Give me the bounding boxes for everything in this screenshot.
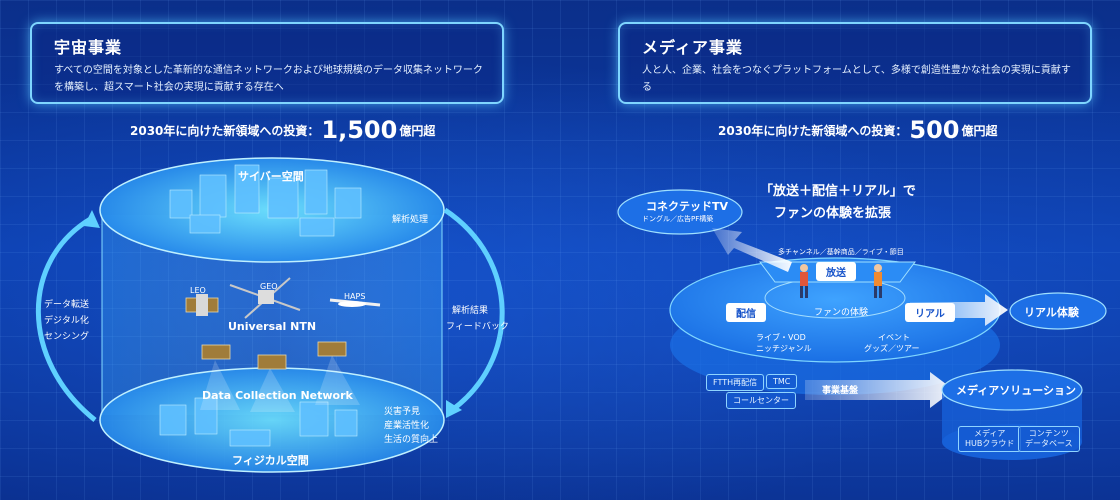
arrow-to-media-solution	[805, 372, 954, 408]
feedback-label-2: フィードバック	[446, 322, 509, 332]
connected-tv-label: コネクテッドTV	[646, 200, 729, 213]
disaster-label-3: 生活の質向上	[384, 435, 439, 445]
real-pill: リアル	[905, 303, 955, 322]
media-headline-1: 「放送＋配信＋リアル」で	[760, 184, 916, 199]
physical-buildings	[159, 397, 358, 447]
space-investment-unit: 億円超	[399, 124, 436, 138]
business-base-label: 事業基盤	[822, 386, 859, 396]
data-collection-network-label: Data Collection Network	[202, 389, 353, 402]
right-arc-arrow	[443, 207, 505, 413]
analysis-label: 解析処理	[392, 215, 429, 225]
space-intro-box: 宇宙事業 すべての空間を対象とした革新的な通信ネットワークおよび地球規模のデータ…	[30, 22, 504, 104]
haps-icon	[329, 298, 381, 307]
left-arc-arrow	[35, 215, 97, 422]
media-hub-line-2: HUBクラウド	[965, 439, 1015, 448]
feedback-label-1: 解析結果	[452, 306, 489, 316]
multi-channel-label: 多チャンネル／基幹商品／ライブ・節目	[778, 248, 904, 256]
media-title: メディア事業	[642, 38, 743, 57]
space-investment-prefix: 2030年に向けた新領域への投資：	[130, 124, 320, 138]
live-vod-label-1: ライブ・VOD	[756, 333, 806, 342]
ftth-tag: FTTH再配信	[706, 374, 765, 391]
cyber-buildings	[169, 164, 362, 237]
space-diagram	[35, 157, 505, 473]
media-investment-prefix: 2030年に向けた新領域への投資：	[718, 124, 908, 138]
media-business-panel: メディア事業 人と人、企業、社会をつなぐプラットフォームとして、多様で創造性豊か…	[560, 0, 1120, 500]
space-title: 宇宙事業	[54, 38, 123, 57]
transfer-label-3: センシング	[44, 332, 90, 342]
physical-space-label: フィジカル空間	[232, 454, 309, 467]
distribution-pill: 配信	[726, 303, 766, 322]
media-investment-amount: 500	[909, 116, 960, 144]
collection-satellites	[200, 341, 360, 412]
fan-figure-icon-2	[874, 264, 882, 298]
connected-tv-disc	[617, 189, 743, 235]
event-label-1: イベント	[878, 333, 910, 342]
media-intro-box: メディア事業 人と人、企業、社会をつなぐプラットフォームとして、多様で創造性豊か…	[618, 22, 1092, 104]
haps-label: HAPS	[344, 292, 366, 301]
real-experience-label: リアル体験	[1024, 306, 1079, 319]
transfer-label-2: デジタル化	[44, 316, 89, 326]
fan-figure-icon	[800, 264, 808, 298]
broadcast-pill: 放送	[816, 262, 856, 281]
disaster-label-2: 産業活性化	[384, 421, 430, 431]
geo-label: GEO	[260, 282, 278, 291]
geo-satellite-icon	[229, 277, 301, 319]
arrow-to-connected-tv	[712, 228, 792, 272]
call-center-tag: コールセンター	[726, 392, 796, 409]
media-diagram	[617, 189, 1107, 460]
space-business-panel: 宇宙事業 すべての空間を対象とした革新的な通信ネットワークおよび地球規模のデータ…	[30, 22, 509, 473]
media-hub-line-1: メディア	[973, 429, 1006, 438]
real-experience-disc	[1009, 292, 1107, 330]
live-vod-label-2: ニッチジャンル	[756, 344, 812, 353]
media-solution-label: メディアソリューション	[956, 384, 1077, 397]
transfer-label-1: データ転送	[44, 300, 90, 310]
content-database-tag: コンテンツ データベース	[1018, 426, 1080, 452]
tmc-tag: TMC	[766, 374, 798, 389]
disaster-label-1: 災害予見	[384, 407, 421, 417]
media-hub-cloud-tag: メディア HUBクラウド	[958, 426, 1022, 452]
media-headline-2: ファンの体験を拡張	[774, 206, 892, 221]
media-solution-disc	[941, 369, 1083, 411]
space-description: すべての空間を対象とした革新的な通信ネットワークおよび地球規模のデータ収集ネット…	[54, 65, 483, 93]
content-db-line-1: コンテンツ	[1028, 429, 1069, 438]
connected-tv-sub: ドングル／広告PF構築	[642, 215, 714, 223]
physical-space-disc	[100, 368, 444, 472]
media-description: 人と人、企業、社会をつなぐプラットフォームとして、多様で創造性豊かな社会の実現に…	[642, 65, 1071, 93]
space-investment-amount: 1,500	[321, 116, 398, 144]
leo-satellite-icon	[185, 294, 219, 316]
universal-ntn-label: Universal NTN	[228, 320, 317, 333]
media-investment-unit: 億円超	[961, 124, 998, 138]
event-label-2: グッズ／ツアー	[864, 344, 920, 353]
fan-experience-label: ファンの体験	[814, 308, 869, 318]
cyber-space-label: サイバー空間	[238, 170, 304, 183]
content-db-line-2: データベース	[1025, 439, 1073, 448]
leo-label: LEO	[190, 286, 206, 295]
